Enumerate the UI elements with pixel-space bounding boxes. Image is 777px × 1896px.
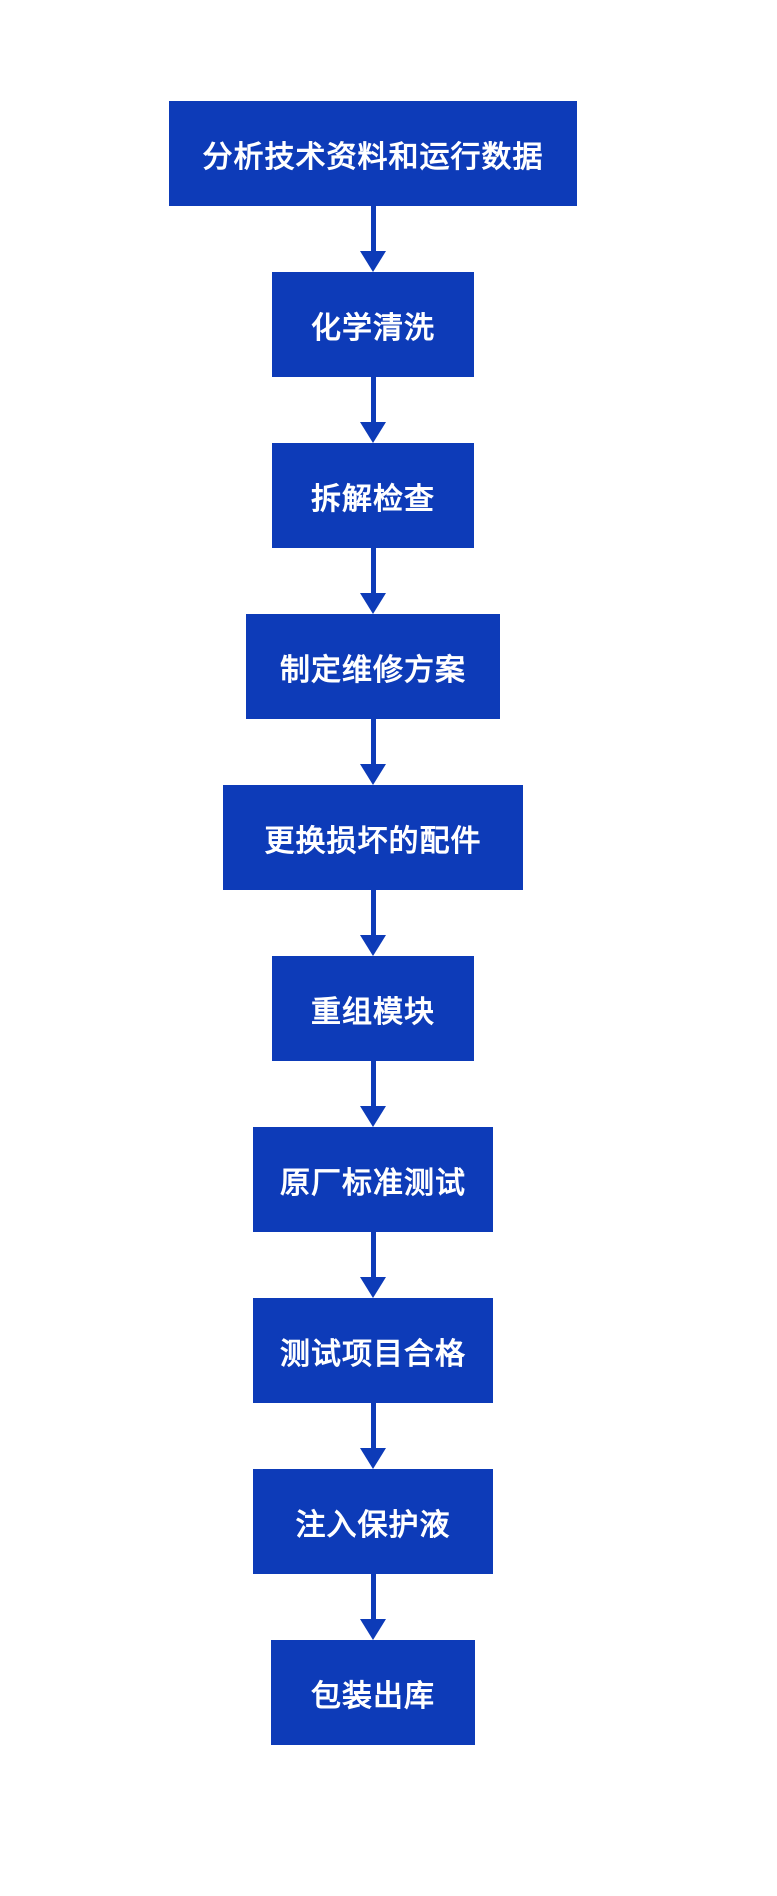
arrow-line	[370, 1403, 376, 1448]
arrow-head-icon	[360, 764, 386, 785]
flow-step-7: 原厂标准测试	[253, 1127, 493, 1232]
arrow-head-icon	[360, 935, 386, 956]
arrow-line	[370, 206, 376, 251]
arrow-head-icon	[360, 593, 386, 614]
flow-step-5: 更换损坏的配件	[223, 785, 523, 890]
down-arrow-7	[360, 1232, 386, 1298]
flow-step-1-label: 分析技术资料和运行数据	[202, 140, 544, 174]
down-arrow-6	[360, 1061, 386, 1127]
arrow-line	[370, 377, 376, 422]
arrow-line	[370, 890, 376, 935]
flow-step-2-label: 化学清洗	[311, 311, 435, 345]
flow-step-10-label: 包装出库	[311, 1679, 435, 1713]
flow-step-9-label: 注入保护液	[295, 1508, 451, 1542]
down-arrow-5	[360, 890, 386, 956]
arrow-head-icon	[360, 251, 386, 272]
down-arrow-3	[360, 548, 386, 614]
down-arrow-1	[360, 206, 386, 272]
arrow-line	[370, 1232, 376, 1277]
flow-step-6-label: 重组模块	[311, 995, 435, 1029]
arrow-head-icon	[360, 422, 386, 443]
flow-step-8-label: 测试项目合格	[280, 1337, 466, 1371]
flow-step-6: 重组模块	[272, 956, 474, 1061]
flow-step-10: 包装出库	[271, 1640, 475, 1745]
down-arrow-4	[360, 719, 386, 785]
down-arrow-9	[360, 1574, 386, 1640]
arrow-line	[370, 548, 376, 593]
flow-step-4: 制定维修方案	[246, 614, 500, 719]
flow-step-9: 注入保护液	[253, 1469, 493, 1574]
flow-step-1: 分析技术资料和运行数据	[169, 101, 577, 206]
arrow-line	[370, 1574, 376, 1619]
arrow-head-icon	[360, 1277, 386, 1298]
flow-step-8: 测试项目合格	[253, 1298, 493, 1403]
arrow-head-icon	[360, 1619, 386, 1640]
down-arrow-2	[360, 377, 386, 443]
flow-step-3-label: 拆解检查	[311, 482, 435, 516]
flow-step-3: 拆解检查	[272, 443, 474, 548]
arrow-line	[370, 719, 376, 764]
flow-step-5-label: 更换损坏的配件	[264, 824, 482, 858]
flowchart: 分析技术资料和运行数据 化学清洗 拆解检查 制定维修方案 更换损坏的配件 重组模…	[0, 101, 746, 1745]
down-arrow-8	[360, 1403, 386, 1469]
arrow-head-icon	[360, 1448, 386, 1469]
flow-step-7-label: 原厂标准测试	[280, 1166, 466, 1200]
arrow-head-icon	[360, 1106, 386, 1127]
flow-step-2: 化学清洗	[272, 272, 474, 377]
flow-step-4-label: 制定维修方案	[280, 653, 466, 687]
arrow-line	[370, 1061, 376, 1106]
